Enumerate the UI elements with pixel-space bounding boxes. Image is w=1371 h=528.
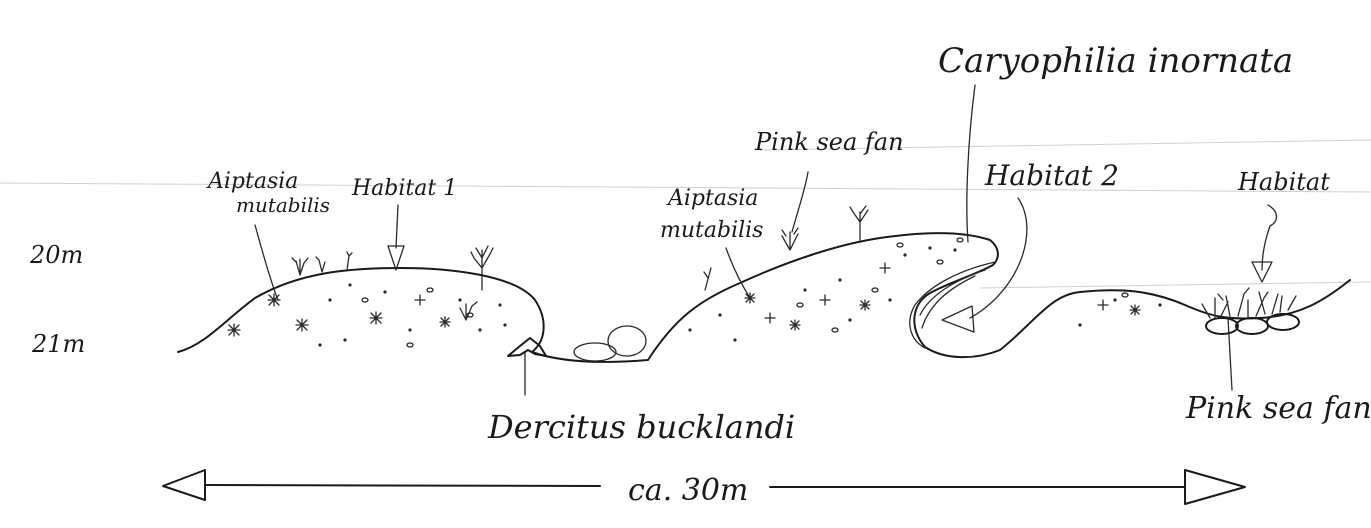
pointer-habitat-2 xyxy=(970,198,1027,318)
scale-bar: ca. 30m xyxy=(163,470,1245,508)
pointer-habitat-3 xyxy=(1262,205,1277,270)
annotations: Aiptasia mutabilis Habitat 1 Aiptasia mu… xyxy=(206,41,1371,446)
sea-fans xyxy=(292,206,868,320)
anemone-marks xyxy=(228,263,1140,336)
sea-fan xyxy=(292,258,308,275)
label-aiptasia-2-line2: mutabilis xyxy=(660,218,763,243)
depth-axis: 20m 21m xyxy=(29,241,85,358)
boulder xyxy=(574,343,616,361)
sea-fan xyxy=(471,246,493,290)
overhang-inner-edge xyxy=(910,262,995,348)
scale-label: ca. 30m xyxy=(628,473,748,508)
pointer-aiptasia-1 xyxy=(255,225,278,300)
label-habitat-3: Habitat xyxy=(1237,168,1330,196)
label-dercitus: Dercitus bucklandi xyxy=(487,408,795,446)
arrowhead-habitat-2 xyxy=(942,306,974,332)
scale-arrowhead-right xyxy=(1185,470,1245,504)
sea-fan xyxy=(782,228,798,250)
sea-fan xyxy=(850,206,868,240)
label-aiptasia-1-line1: Aiptasia xyxy=(206,169,298,194)
label-pink-sea-fan-1: Pink sea fan xyxy=(754,128,904,156)
label-aiptasia-1-line2: mutabilis xyxy=(236,193,330,217)
depth-label-20m: 20m xyxy=(29,241,83,269)
pointer-caryophilia xyxy=(967,85,975,242)
boulder xyxy=(608,326,646,356)
arrowhead-habitat-1 xyxy=(388,246,404,270)
label-caryophilia: Caryophilia inornata xyxy=(938,41,1293,81)
habitat-3-cluster xyxy=(1202,288,1299,334)
pointer-pink-sea-fan-1 xyxy=(792,172,808,232)
seabed-profile xyxy=(178,233,1350,362)
scale-arrowhead-left xyxy=(163,470,205,500)
rock-lump xyxy=(1206,318,1238,334)
sea-fan xyxy=(704,268,711,290)
pointer-pink-sea-fan-2 xyxy=(1228,318,1232,390)
rock-lump xyxy=(1267,314,1299,330)
sea-fan xyxy=(347,252,352,270)
texture-rings xyxy=(362,238,1128,347)
paper-texture xyxy=(0,140,1371,288)
depth-label-21m: 21m xyxy=(31,330,85,358)
sea-fan xyxy=(316,257,325,272)
boulders xyxy=(574,326,646,361)
label-pink-sea-fan-2: Pink sea fan xyxy=(1185,391,1371,426)
pointer-habitat-1 xyxy=(396,205,398,248)
label-habitat-1: Habitat 1 xyxy=(351,176,457,201)
pointer-aiptasia-2 xyxy=(726,248,750,298)
scale-line-left xyxy=(205,485,600,486)
label-habitat-2: Habitat 2 xyxy=(984,159,1119,192)
label-aiptasia-2-line1: Aiptasia xyxy=(666,186,758,211)
texture-dots xyxy=(318,246,1161,346)
rock-lump xyxy=(1236,318,1268,334)
overhang-texture xyxy=(920,270,985,328)
